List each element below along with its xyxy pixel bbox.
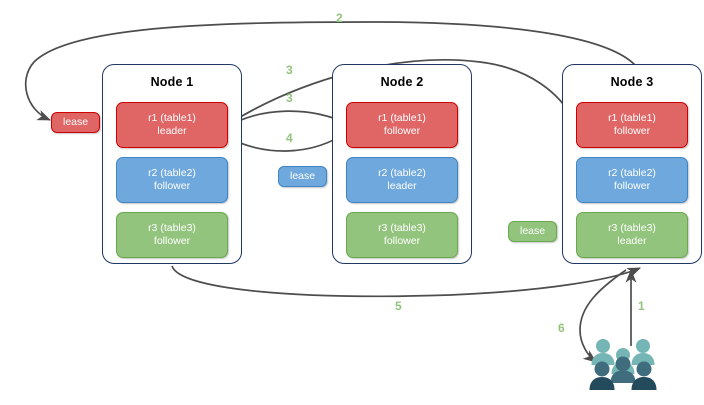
replica-role: follower — [613, 125, 651, 137]
replica-list-node3: r1 (table1) follower r2 (table2) followe… — [576, 102, 688, 267]
replica-name: r1 (table1) — [378, 112, 426, 124]
users-group-icon — [589, 339, 657, 390]
replica-node2-r3[interactable]: r3 (table3) follower — [346, 212, 458, 258]
arrow-step-5 — [171, 265, 641, 298]
replica-name: r3 (table3) — [608, 222, 656, 234]
replica-node1-r2[interactable]: r2 (table2) follower — [116, 157, 228, 203]
step-label-5: 5 — [395, 299, 402, 313]
replica-name: r1 (table1) — [608, 112, 656, 124]
replica-node3-r3[interactable]: r3 (table3) leader — [576, 212, 688, 258]
replica-node3-r2[interactable]: r2 (table2) follower — [576, 157, 688, 203]
replica-name: r2 (table2) — [148, 167, 196, 179]
lease-badge-r2[interactable]: lease — [278, 166, 328, 187]
replica-role: follower — [153, 235, 191, 247]
replica-role: follower — [383, 235, 421, 247]
replica-name: r2 (table2) — [378, 167, 426, 179]
step-label-4: 4 — [286, 131, 293, 145]
lease-badge-r3[interactable]: lease — [508, 221, 558, 242]
replica-role: leader — [157, 125, 187, 137]
node-container-node1[interactable]: Node 1 r1 (table1) leader r2 (table2) fo… — [102, 64, 242, 264]
replica-role: follower — [613, 180, 651, 192]
step-label-3b: 3 — [286, 91, 293, 105]
step-label-2: 2 — [336, 11, 343, 25]
step-label-1: 1 — [638, 299, 645, 313]
replica-role: leader — [617, 235, 647, 247]
lease-badge-r1[interactable]: lease — [51, 112, 101, 133]
node-title-node3: Node 3 — [610, 75, 654, 89]
replica-node1-r1[interactable]: r1 (table1) leader — [116, 102, 228, 148]
replica-name: r3 (table3) — [378, 222, 426, 234]
step-label-6: 6 — [558, 321, 565, 335]
node-container-node3[interactable]: Node 3 r1 (table1) follower r2 (table2) … — [562, 64, 702, 264]
replica-list-node2: r1 (table1) follower r2 (table2) leader … — [346, 102, 458, 267]
step-label-3a: 3 — [286, 63, 293, 77]
replica-role: follower — [153, 180, 191, 192]
replica-node3-r1[interactable]: r1 (table1) follower — [576, 102, 688, 148]
node-container-node2[interactable]: Node 2 r1 (table1) follower r2 (table2) … — [332, 64, 472, 264]
node-title-node2: Node 2 — [380, 75, 424, 89]
replica-node2-r2[interactable]: r2 (table2) leader — [346, 157, 458, 203]
replica-node1-r3[interactable]: r3 (table3) follower — [116, 212, 228, 258]
replica-name: r3 (table3) — [148, 222, 196, 234]
replica-list-node1: r1 (table1) leader r2 (table2) follower … — [116, 102, 228, 267]
replica-role: follower — [383, 125, 421, 137]
replica-name: r1 (table1) — [148, 112, 196, 124]
replica-name: r2 (table2) — [608, 167, 656, 179]
replica-role: leader — [387, 180, 417, 192]
replica-node2-r1[interactable]: r1 (table1) follower — [346, 102, 458, 148]
node-title-node1: Node 1 — [150, 75, 194, 89]
